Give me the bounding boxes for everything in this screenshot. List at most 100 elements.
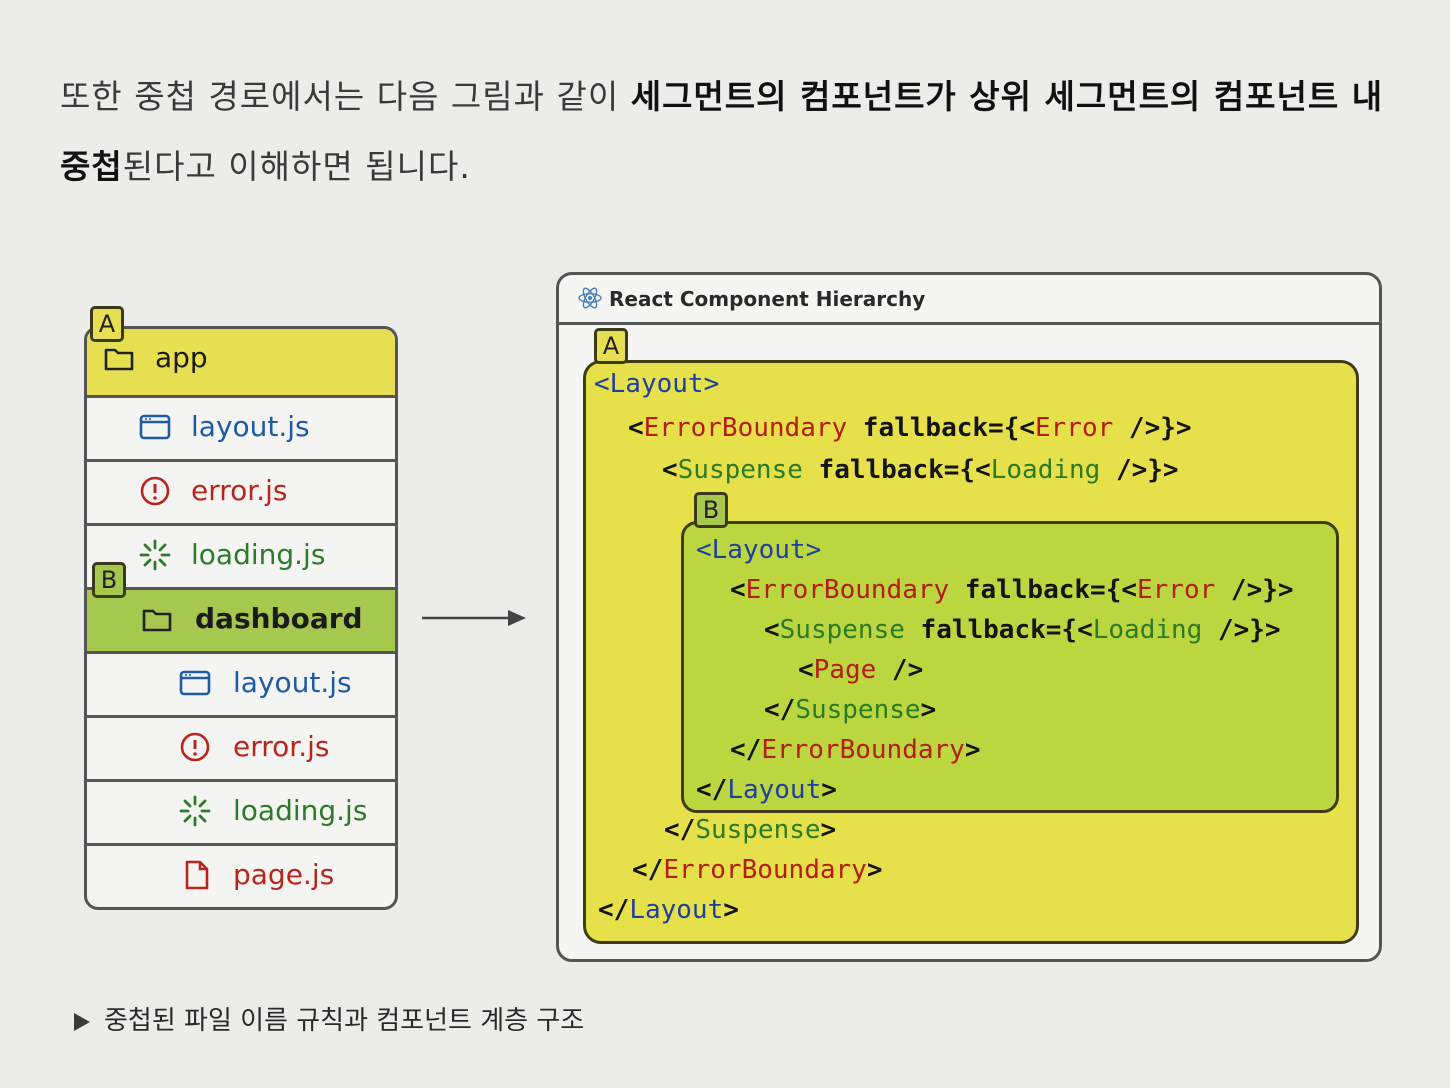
code-token: fallback={<	[949, 575, 1137, 605]
code-token: </	[598, 895, 630, 925]
tree-item-label: loading.js	[233, 794, 368, 827]
window-icon	[179, 670, 211, 696]
code-line: <Page />	[798, 650, 923, 690]
code-token: />}>	[1202, 615, 1281, 645]
code-line: </ErrorBoundary>	[730, 730, 980, 770]
caption-text: 중첩된 파일 이름 규칙과 컴포넌트 계층 구조	[104, 1006, 585, 1036]
paragraph-line-1: 또한 중첩 경로에서는 다음 그림과 같이 세그먼트의 컴포넌트가 상위 세그먼…	[60, 70, 1383, 118]
loading-icon	[139, 539, 171, 571]
code-token: </	[730, 735, 762, 765]
code-token: >	[920, 695, 937, 725]
code-line: <Suspense fallback={<Loading />}>	[662, 450, 1179, 490]
triangle-bullet-icon	[74, 1012, 90, 1031]
code-token: <	[696, 535, 712, 565]
code-token: >	[820, 815, 837, 845]
code-token: ErrorBoundary	[745, 575, 950, 605]
tree-item-dashboard-page[interactable]: page.js	[87, 843, 395, 907]
code-token: />}>	[1113, 413, 1192, 443]
code-line: </ErrorBoundary>	[632, 850, 882, 890]
code-token: <	[798, 655, 814, 685]
segment-b-box	[681, 521, 1339, 813]
segment-b-tag: B	[92, 562, 126, 598]
tree-item-label: loading.js	[191, 538, 326, 571]
loading-icon	[179, 795, 211, 827]
code-token: Suspense	[695, 815, 821, 845]
tree-item-label: error.js	[233, 730, 330, 763]
code-token: >	[866, 855, 883, 885]
tree-item-loading[interactable]: loading.js	[87, 523, 395, 587]
code-line: <ErrorBoundary fallback={<Error />}>	[730, 570, 1294, 610]
folder-icon	[104, 348, 134, 371]
code-token: Layout	[609, 369, 704, 399]
code-line: <ErrorBoundary fallback={<Error />}>	[628, 408, 1192, 448]
panel-header: React Component Hierarchy	[559, 275, 1379, 325]
window-icon	[139, 414, 171, 440]
code-token: Suspense	[677, 455, 803, 485]
tree-item-layout[interactable]: layout.js	[87, 395, 395, 459]
error-icon	[180, 732, 210, 762]
tree-item-dashboard-loading[interactable]: loading.js	[87, 779, 395, 843]
tree-item-error[interactable]: error.js	[87, 459, 395, 523]
panel-title: React Component Hierarchy	[609, 287, 926, 311]
code-token: ErrorBoundary	[663, 855, 867, 885]
tree-item-dashboard-error[interactable]: error.js	[87, 715, 395, 779]
folder-icon	[142, 609, 172, 632]
code-token: </	[764, 695, 796, 725]
tree-item-label: error.js	[191, 474, 288, 507]
tree-item-label: layout.js	[233, 666, 352, 699]
file-icon	[185, 860, 209, 890]
tree-item-label: layout.js	[191, 410, 310, 443]
code-line: </Suspense>	[664, 810, 836, 850]
paragraph-emphasis: 중첩	[60, 147, 123, 186]
code-token: Layout	[711, 535, 806, 565]
code-line: </Suspense>	[764, 690, 936, 730]
code-token: fallback={<	[904, 615, 1093, 645]
code-token: />	[876, 655, 924, 685]
code-line: <Layout>	[696, 530, 821, 570]
tree-item-label: app	[155, 341, 208, 374]
code-token: <	[628, 413, 644, 443]
code-token: <	[594, 369, 610, 399]
code-line: <Layout>	[594, 364, 719, 404]
error-icon	[140, 476, 170, 506]
tree-item-dashboard[interactable]: dashboard	[87, 587, 395, 651]
code-line: <Suspense fallback={<Loading />}>	[764, 610, 1281, 650]
paragraph-line-2: 중첩된다고 이해하면 됩니다.	[60, 140, 471, 188]
segment-a-tag: A	[90, 306, 124, 342]
tree-item-app[interactable]: app	[87, 329, 395, 395]
code-token: ErrorBoundary	[643, 413, 848, 443]
code-token: </	[696, 775, 728, 805]
code-token: Error	[1137, 575, 1216, 605]
code-token: </	[632, 855, 664, 885]
code-token: fallback={<	[847, 413, 1035, 443]
code-line: </Layout>	[598, 890, 739, 930]
code-line: </Layout>	[696, 770, 837, 810]
code-token: <	[662, 455, 678, 485]
segment-b-tag: B	[694, 492, 728, 528]
paragraph-emphasis: 세그먼트의 컴포넌트가 상위 세그먼트의 컴포넌트 내	[630, 77, 1384, 116]
code-token: </	[664, 815, 696, 845]
segment-a-tag: A	[594, 328, 628, 364]
code-token: />}>	[1100, 455, 1179, 485]
code-token: <	[730, 575, 746, 605]
code-token: Layout	[629, 895, 724, 925]
paragraph-text: 또한 중첩 경로에서는 다음 그림과 같이	[60, 77, 631, 116]
code-token: Layout	[727, 775, 822, 805]
code-token: >	[723, 895, 739, 925]
code-token: ErrorBoundary	[761, 735, 965, 765]
code-token: Loading	[1092, 615, 1203, 645]
paragraph-text: 된다고 이해하면 됩니다.	[122, 147, 471, 186]
code-token: Suspense	[779, 615, 905, 645]
code-token: Suspense	[795, 695, 921, 725]
code-token: Error	[1035, 413, 1114, 443]
code-token: <	[764, 615, 780, 645]
file-tree: app layout.js error.js loading.js dashbo…	[84, 326, 398, 910]
react-icon	[578, 287, 602, 309]
code-token: Loading	[990, 455, 1101, 485]
code-token: >	[703, 369, 720, 399]
tree-item-label: dashboard	[195, 602, 363, 635]
figure-caption: 중첩된 파일 이름 규칙과 컴포넌트 계층 구조	[74, 1000, 584, 1037]
code-token: >	[964, 735, 981, 765]
tree-item-label: page.js	[233, 858, 335, 891]
tree-item-dashboard-layout[interactable]: layout.js	[87, 651, 395, 715]
